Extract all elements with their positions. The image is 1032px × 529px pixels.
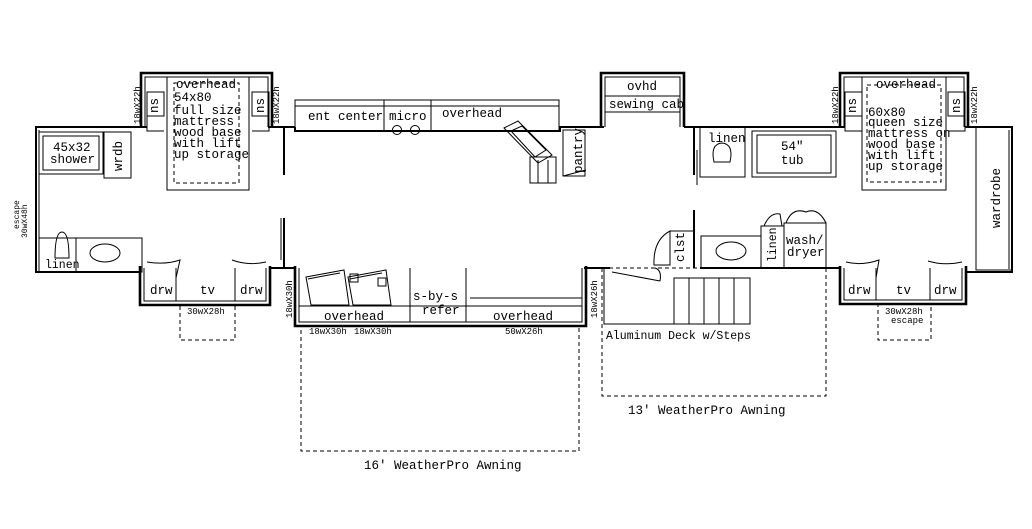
label-pantry: pantry [572,127,586,173]
label-overhead-left: overhead [176,78,236,92]
label-overhead-slide-right: overhead [493,310,553,324]
label-nightstand-left-1: ns [148,98,162,113]
left-bath-fixtures [38,131,143,273]
label-dim-18x30: 18wX30h [285,280,295,318]
label-awning-16: 16' WeatherPro Awning [364,459,522,473]
label-wood-base-right: wood base [868,138,936,152]
label-dim-18x22-2: 18wX22h [272,86,282,124]
label-dim-seat-1: 18wX30h [309,327,347,337]
label-wash: wash/ [786,234,824,248]
label-sewing-cab: sewing cab [609,98,684,112]
label-linen-right: linen [708,132,746,146]
label-mattress-left: mattress [174,115,234,129]
label-micro: micro [389,110,427,124]
label-shower: shower [50,153,95,167]
center-bottom-slide [293,266,588,452]
label-dim-18x22-4: 18wX22h [970,86,980,124]
label-bed-type-left: full size [174,104,242,118]
right-bedroom-slide [838,71,970,191]
label-window-right: 30wX28h [885,307,923,317]
label-ent-center: ent center [308,110,383,124]
label-closet: clst [674,232,688,262]
label-drawer-right-1: drw [848,284,871,298]
label-with-lift-left: with lift [174,137,242,151]
label-drawer-left-2: drw [240,284,263,298]
label-drawer-left-1: drw [150,284,173,298]
label-bed-size-left: 54x80 [174,91,212,105]
label-wardrobe-left: wrdb [112,141,126,171]
label-linen-right-2: linen [767,227,780,262]
right-bottom-slide [838,259,968,341]
label-overhead-right: overhead [876,78,936,92]
label-awning-13: 13' WeatherPro Awning [628,404,786,418]
label-dim-seat-2: 18wX30h [354,327,392,337]
label-escape-left: escape [13,200,22,229]
label-nightstand-right-2: ns [950,98,964,113]
label-refer: refer [422,304,460,318]
label-tub-size: 54" [781,140,804,154]
label-dim-overhead: 50wX26h [505,327,543,337]
label-dim-18x22-3: 18wX22h [831,86,841,124]
label-dryer: dryer [787,246,825,260]
label-drawer-right-2: drw [934,284,957,298]
label-nightstand-left-2: ns [254,98,268,113]
left-bedroom-slide [139,71,274,191]
label-linen-left: linen [45,259,80,272]
label-tv-left: tv [200,284,216,298]
label-wood-base-left: wood base [174,126,242,140]
label-dim-18x22-1: 18wX22h [133,86,143,124]
left-bottom-slide [138,259,272,341]
room-labels: overhead 54x80 full size mattress wood b… [13,78,1004,473]
center-right-area [601,126,837,397]
sewing-slide [599,71,686,127]
label-up-storage-left: up storage [174,148,249,162]
label-window-left: 30wX28h [187,307,225,317]
label-escape-right: escape [891,316,923,326]
label-mattress-on-right: mattress on [868,127,951,141]
label-up-storage-right: up storage [868,160,943,174]
kitchen-slide [294,99,587,184]
label-tub: tub [781,154,804,168]
label-escape-left-dim: 30wX48h [21,204,30,238]
label-wardrobe-right: wardrobe [990,168,1004,228]
label-bed-size-right: 60x80 [868,106,906,120]
label-overhead-slide-left: overhead [324,310,384,324]
label-ovhd: ovhd [627,80,657,94]
label-aluminum-deck: Aluminum Deck w/Steps [606,330,751,343]
label-with-lift-right: with lift [868,149,936,163]
label-s-by-s: s-by-s [413,290,458,304]
label-tv-right: tv [896,284,912,298]
label-shower-size: 45x32 [53,141,91,155]
label-bed-type-right: queen size [868,116,943,130]
label-overhead-kitchen: overhead [442,107,502,121]
label-nightstand-right-1: ns [846,98,860,113]
label-dim-18x26: 18wX26h [590,280,600,318]
